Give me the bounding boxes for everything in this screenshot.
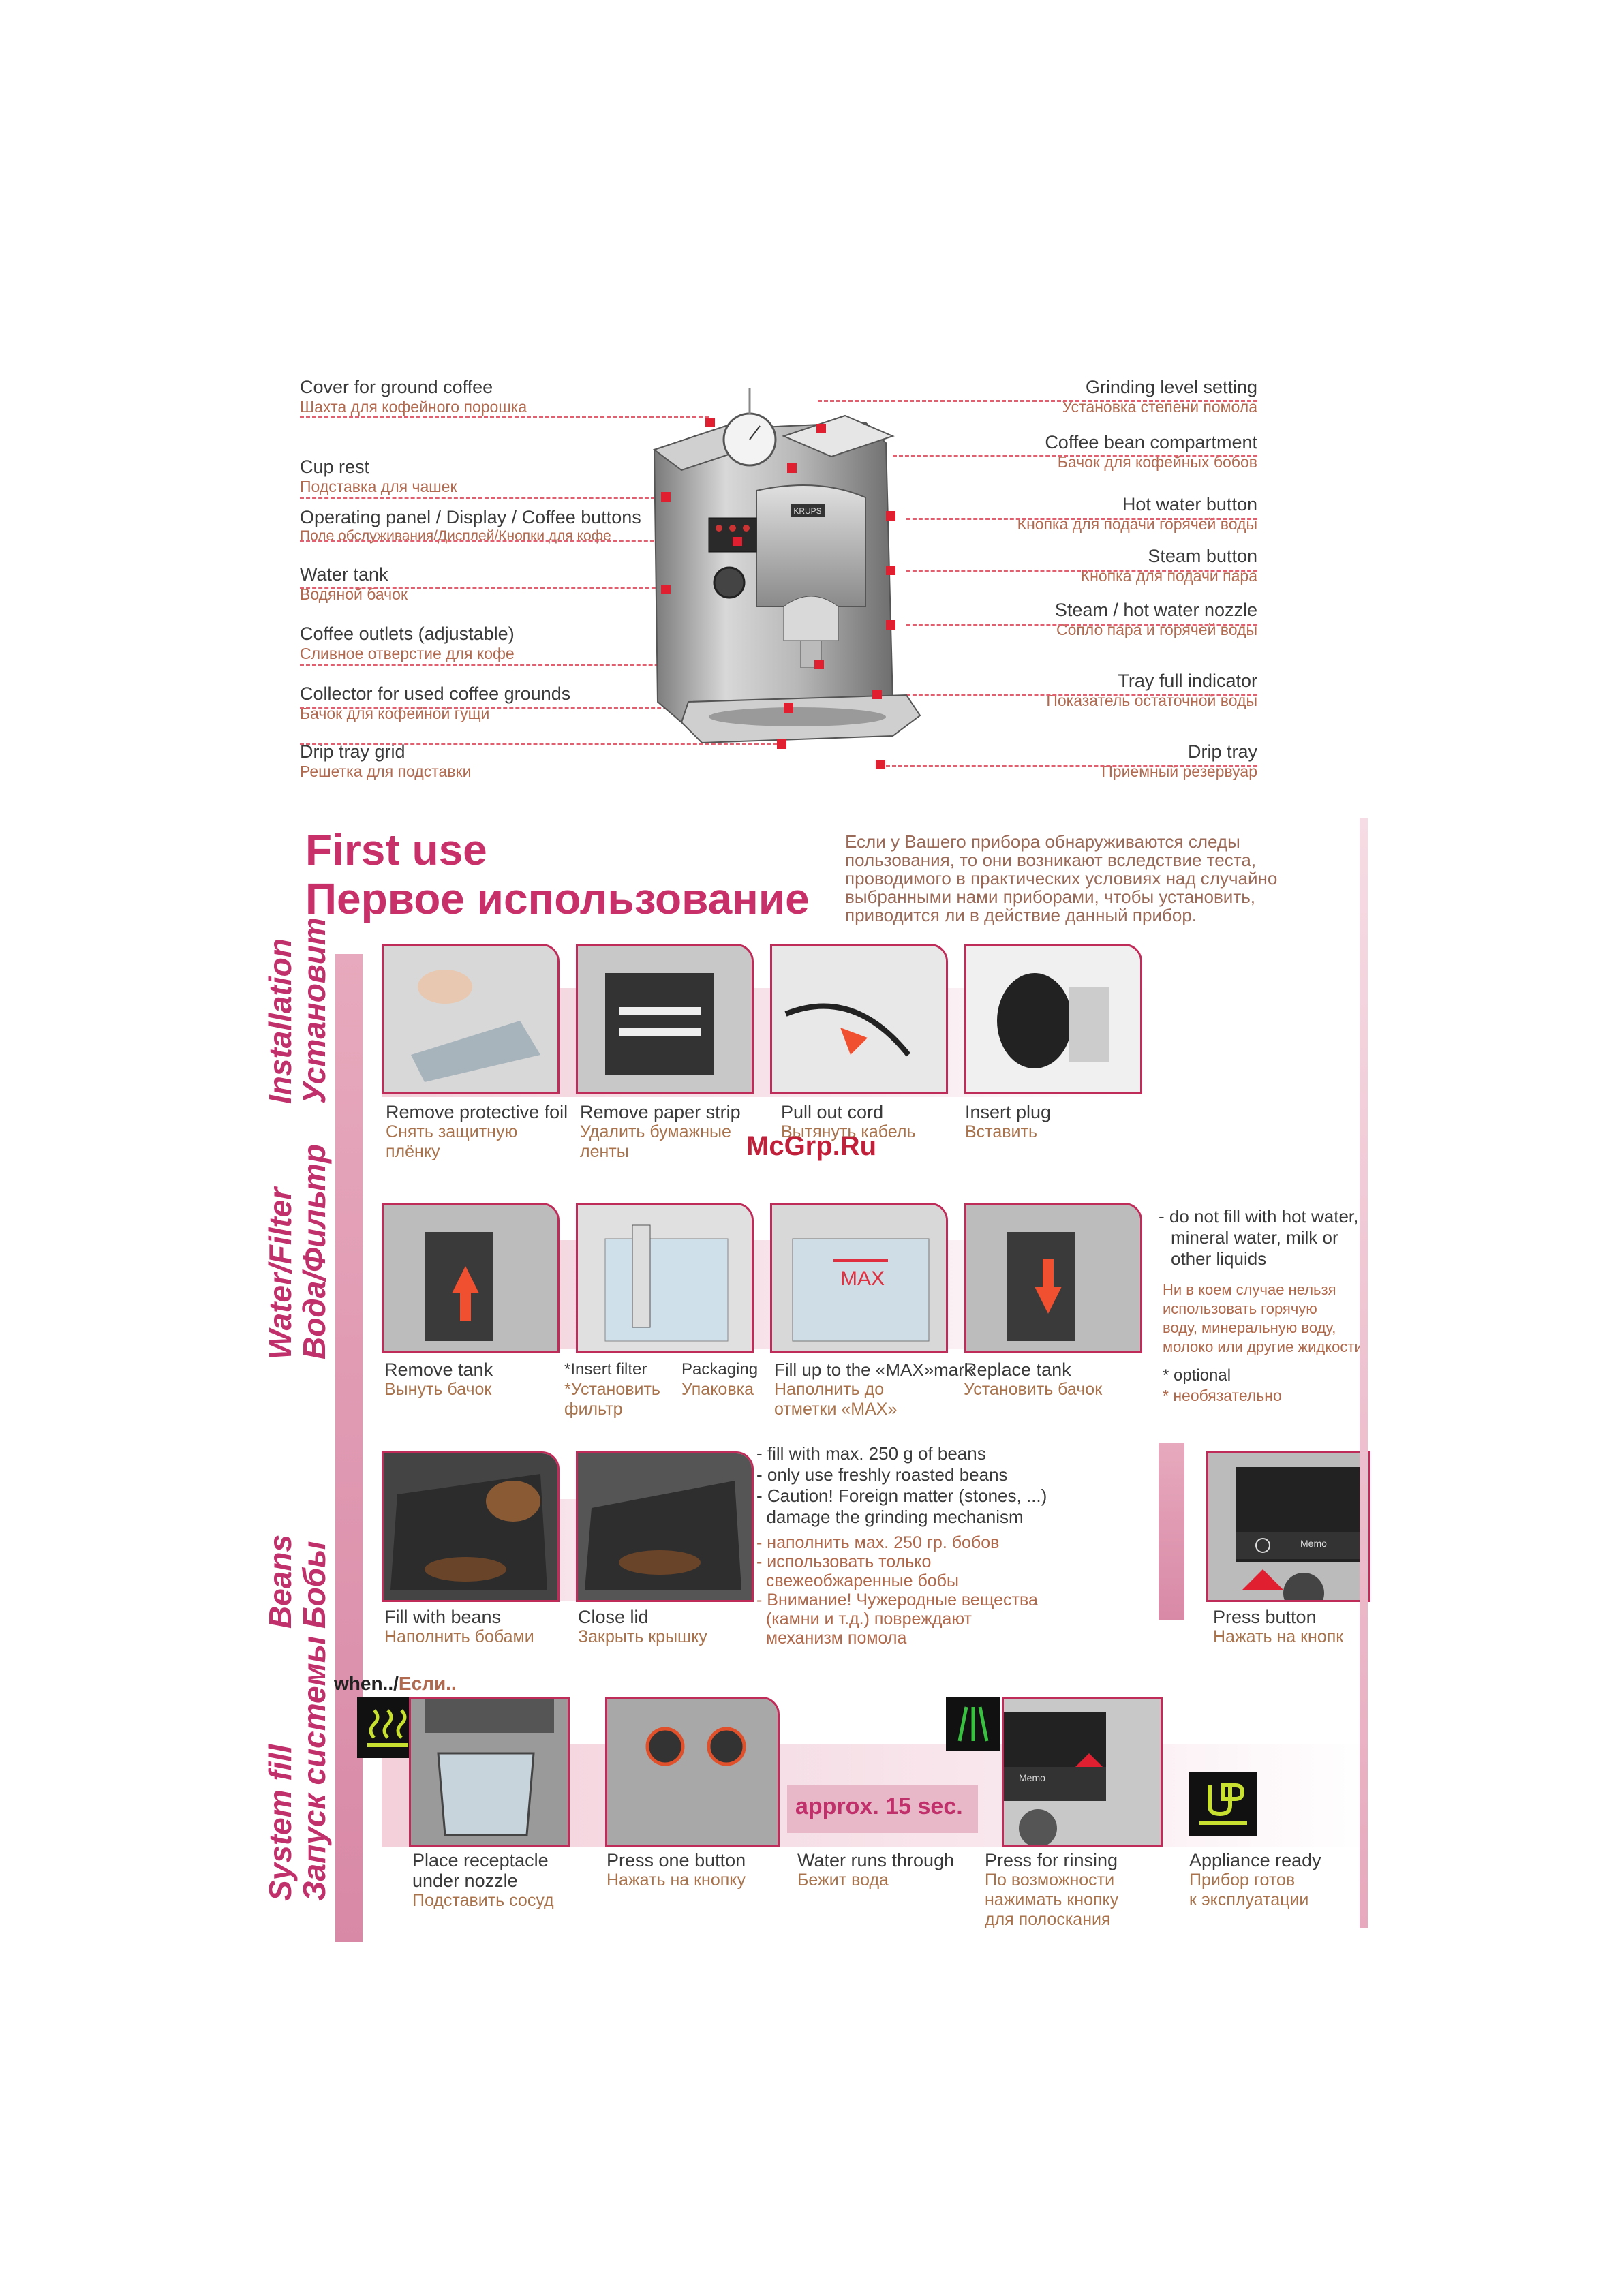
label-coffee-outlets: Coffee outlets (adjustable) Сливное отве… (300, 623, 515, 662)
when-label: when../Если.. (334, 1673, 457, 1694)
photo-remove-paper (576, 944, 754, 1094)
step-remove-tank: Remove tank Вынуть бачок (384, 1359, 493, 1399)
label-water-tank: Water tank Водяной бачок (300, 564, 408, 603)
first-use-intro: Если у Вашего прибора обнаруживаются сле… (845, 831, 1278, 925)
water-filter-title-en: Water/Filter (262, 1187, 298, 1359)
photo-remove-foil (382, 944, 560, 1094)
photo-press-button: Memo (1206, 1451, 1370, 1602)
label-drip-tray: Drip tray Приемный резервуар (1101, 741, 1257, 780)
label-drip-tray-grid: Drip tray grid Решетка для подставки (300, 741, 472, 780)
photo-place-receptacle (409, 1697, 570, 1847)
max-mark-label: MAX (840, 1267, 885, 1290)
photo-replace-tank (964, 1203, 1142, 1353)
step-packaging: Packaging Упаковка (681, 1360, 759, 1399)
step-fill-max: Fill up to the «MAX»mark Наполнить до от… (774, 1359, 973, 1419)
approx-15-sec-badge: approx. 15 sec. (787, 1785, 978, 1833)
photo-insert-plug (964, 944, 1142, 1094)
step-remove-foil: Remove protective foil Снять защитную пл… (386, 1102, 568, 1161)
photo-pull-cord (770, 944, 948, 1094)
step-place-receptacle: Place receptacle under nozzle Подставить… (412, 1850, 554, 1910)
photo-press-rinsing: Memo (1002, 1697, 1163, 1847)
step-insert-filter: *Insert filter *Установить фильтр (564, 1360, 660, 1419)
step-insert-plug: Insert plug Вставить (965, 1102, 1052, 1141)
step-press-rinsing: Press for rinsing По возможности нажимат… (985, 1850, 1119, 1929)
installation-title-ru: Установит (296, 917, 332, 1104)
step-fill-beans: Fill with beans Наполнить бобами (384, 1607, 534, 1646)
step-appliance-ready: Appliance ready Прибор готов к эксплуата… (1189, 1850, 1321, 1909)
water-notes: - do not fill with hot water, mineral wa… (1159, 1206, 1363, 1404)
section-sidebar (335, 954, 363, 1942)
photo-remove-tank (382, 1203, 560, 1353)
photo-press-one-button (605, 1697, 780, 1847)
watermark: McGrp.Ru (746, 1131, 877, 1161)
label-tray-full-indicator: Tray full indicator Показатель остаточно… (1046, 671, 1257, 709)
photo-fill-max: MAX (770, 1203, 948, 1353)
label-steam-button: Steam button Кнопка для подачи пара (1080, 546, 1257, 585)
memo-button-label-rinse: Memo (1019, 1772, 1045, 1783)
beans-title-ru: Бобы (296, 1541, 332, 1629)
first-use-title-ru: Первое использование (305, 874, 810, 923)
beans-notes: - fill with max. 250 g of beans - only u… (756, 1443, 1047, 1648)
system-fill-title-ru: Запуск системы (296, 1636, 332, 1901)
step-pull-cord: Pull out cord Вытянуть кабель (781, 1102, 916, 1141)
water-filter-title-ru: Вода/Фильтр (296, 1144, 332, 1359)
label-cover-ground-coffee: Cover for ground coffee Шахта для кофейн… (300, 377, 527, 416)
label-collector-grounds: Collector for used coffee grounds Бачок … (300, 683, 571, 722)
steam-indicator-icon (357, 1697, 418, 1758)
step-press-button: Press button Нажать на кнопк (1213, 1607, 1344, 1646)
step-water-runs: Water runs through Бежит вода (797, 1850, 955, 1890)
step-remove-paper: Remove paper strip Удалить бумажные лент… (580, 1102, 741, 1161)
label-hot-water-button: Hot water button Кнопка для подачи горяч… (1017, 494, 1257, 533)
beans-title-en: Beans (262, 1534, 298, 1629)
label-grinding-level: Grinding level setting Установка степени… (1062, 377, 1257, 416)
photo-close-lid (576, 1451, 754, 1602)
label-steam-nozzle: Steam / hot water nozzle Сопло пара и го… (1054, 600, 1257, 638)
label-operating-panel: Operating panel / Display / Coffee butto… (300, 507, 641, 544)
label-cup-rest: Cup rest Подставка для чашек (300, 457, 457, 495)
step-replace-tank: Replace tank Установить бачок (964, 1359, 1103, 1399)
step-close-lid: Close lid Закрыть крышку (578, 1607, 707, 1646)
step-press-one-button: Press one button Нажать на кнопку (607, 1850, 746, 1890)
memo-button-label: Memo (1300, 1538, 1327, 1549)
brand-plate: KRUPS (793, 506, 821, 516)
appliance-ready-icon (1189, 1772, 1257, 1836)
photo-insert-filter (576, 1203, 754, 1353)
system-fill-title-en: System fill (262, 1744, 298, 1901)
coffee-machine-illustration: KRUPS (652, 388, 921, 769)
label-bean-compartment: Coffee bean compartment Бачок для кофейн… (1045, 432, 1257, 471)
installation-title-en: Installation (262, 938, 298, 1104)
rinse-indicator-icon (946, 1697, 1000, 1751)
photo-fill-beans (382, 1451, 560, 1602)
first-use-title-en: First use (305, 825, 487, 874)
